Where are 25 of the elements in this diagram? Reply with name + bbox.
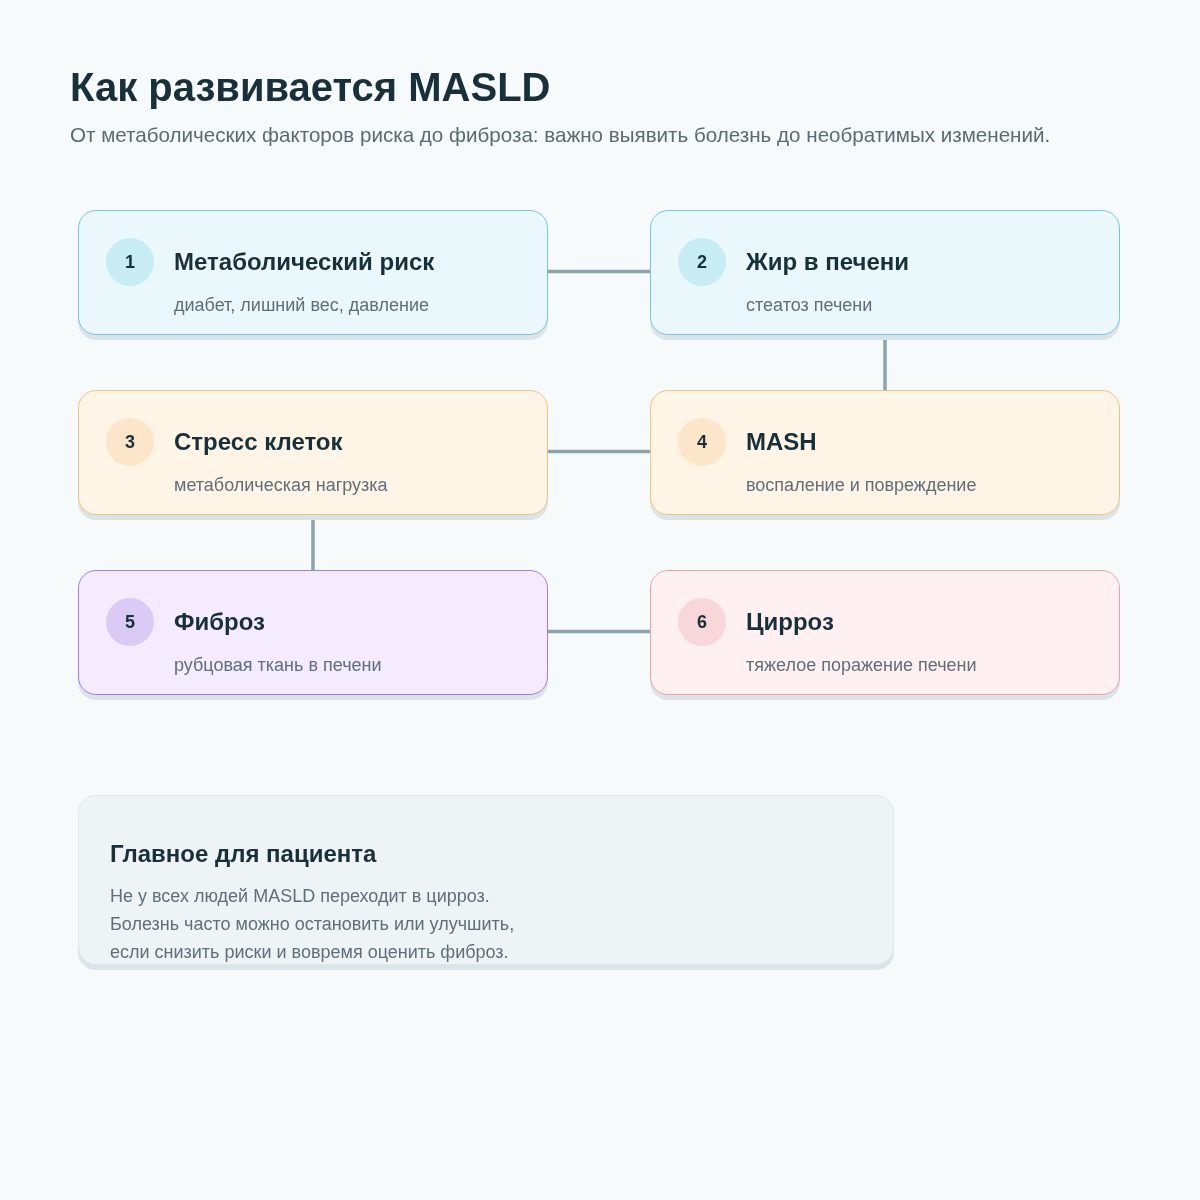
- connector-line: [548, 449, 650, 454]
- step-title: Стресс клеток: [174, 427, 343, 456]
- subtitle: От метаболических факторов риска до фиброза: важно выявить болезнь до необратимых изменений.: [70, 122, 1051, 148]
- step-number: 5: [106, 598, 154, 646]
- step-description: воспаление и повреждение: [746, 473, 977, 496]
- step-title: Жир в печени: [746, 247, 909, 276]
- step-number: 1: [106, 238, 154, 286]
- step-description: рубцовая ткань в печени: [174, 653, 382, 676]
- step-description: стеатоз печени: [746, 293, 873, 316]
- step-title: Цирроз: [746, 607, 834, 636]
- connector-line: [548, 269, 650, 274]
- step-description: диабет, лишний вес, давление: [174, 293, 429, 316]
- step-number: 6: [678, 598, 726, 646]
- step-title: MASH: [746, 427, 817, 456]
- step-description: метаболическая нагрузка: [174, 473, 388, 496]
- step-description: тяжелое поражение печени: [746, 653, 977, 676]
- title: Как развивается MASLD: [70, 64, 551, 111]
- step-title: Метаболический риск: [174, 247, 435, 276]
- step-number: 4: [678, 418, 726, 466]
- panel-heading: Главное для пациента: [110, 839, 377, 868]
- step-number: 2: [678, 238, 726, 286]
- connector-line: [548, 629, 650, 634]
- panel-text: Не у всех людей MASLD переходит в цирроз. Болезнь часто можно остановить или улучшить, если снизить риски и вовремя оценить фиброз.: [110, 884, 516, 964]
- step-title: Фиброз: [174, 607, 265, 636]
- step-number: 3: [106, 418, 154, 466]
